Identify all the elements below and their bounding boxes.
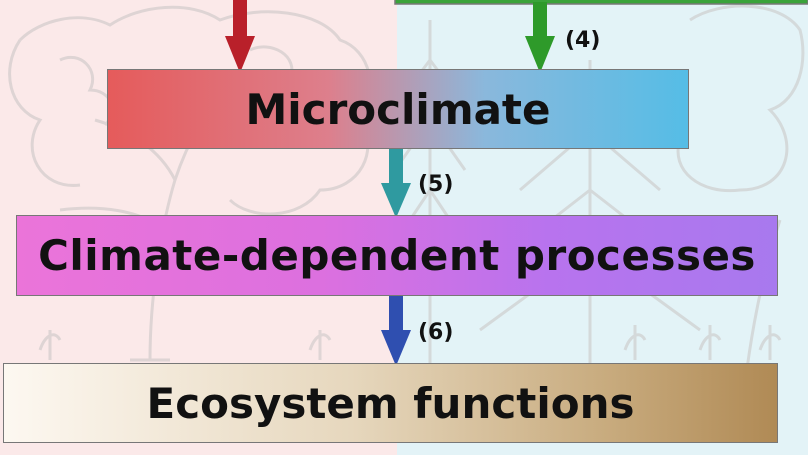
microclimate-box: Microclimate bbox=[107, 69, 689, 149]
arrow-step-6 bbox=[381, 296, 411, 366]
top-right-box-partial bbox=[394, 0, 808, 5]
climate-dependent-processes-box: Climate-dependent processes bbox=[16, 215, 778, 296]
step-4-label: (4) bbox=[565, 28, 601, 53]
step-6-label: (6) bbox=[418, 320, 454, 345]
arrow-step-4 bbox=[525, 2, 555, 73]
microclimate-label: Microclimate bbox=[245, 84, 551, 134]
climate-dependent-processes-label: Climate-dependent processes bbox=[38, 231, 756, 280]
ecosystem-functions-box: Ecosystem functions bbox=[3, 363, 778, 443]
incoming-left-arrow bbox=[225, 0, 255, 73]
step-5-label: (5) bbox=[418, 172, 454, 197]
arrow-step-5 bbox=[381, 149, 411, 218]
ecosystem-functions-label: Ecosystem functions bbox=[146, 378, 635, 428]
